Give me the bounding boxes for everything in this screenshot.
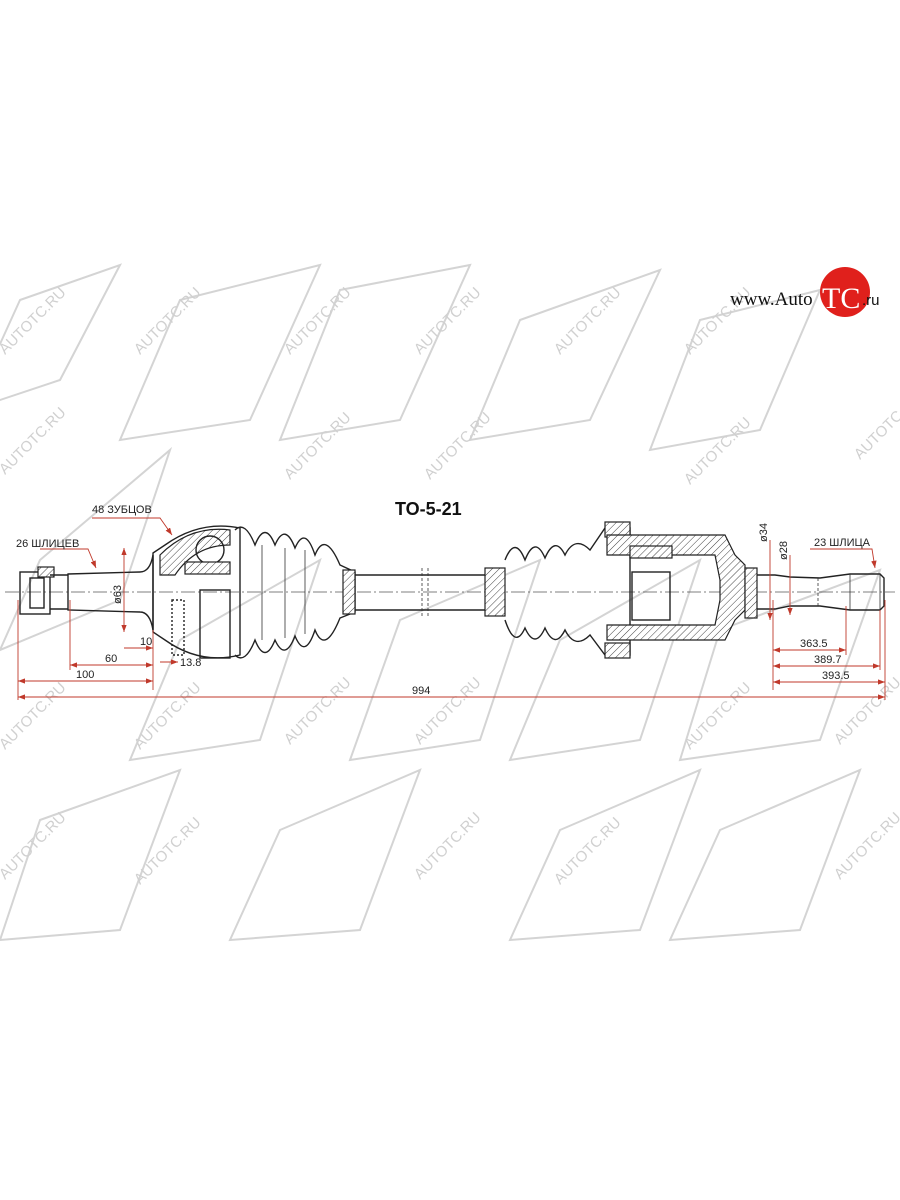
inner-tripod-joint xyxy=(484,521,758,659)
dimensions-d60: 60 xyxy=(105,653,117,665)
abs-teeth-label: 48 ЗУБЦОВ xyxy=(92,504,152,516)
dimensions-inner-dia-28: ø28 xyxy=(778,541,790,560)
dimensions-d13-8: 13.8 xyxy=(180,657,201,669)
dimensions-inner-dia-34: ø34 xyxy=(758,523,770,542)
watermark-site: AUTOTC.RU xyxy=(0,679,70,753)
watermark-site: AUTOTC.RU xyxy=(831,674,900,748)
dimension-labels: 26 ШЛИЦЕВ 48 ЗУБЦОВ 23 ШЛИЦА ø63 10 60 1… xyxy=(16,504,871,697)
outer-cv-joint xyxy=(19,525,356,659)
watermark-site: AUTOTC.RU xyxy=(681,414,755,488)
logo-prefix: www.Auto xyxy=(730,289,813,310)
dimensions-d393-5: 393.5 xyxy=(822,670,850,682)
watermark-site: AUTOTC.RU xyxy=(131,679,205,753)
dimensions-d389-7: 389.7 xyxy=(814,654,842,666)
dimensions-d100: 100 xyxy=(76,669,94,681)
watermark-site: AUTOTC.RU xyxy=(281,409,355,483)
logo-mark: TC xyxy=(822,282,860,315)
part-number: TO-5-21 xyxy=(395,499,462,519)
watermark: AUTOTC.RU AUTOTC.RU AUTOTC.RU AUTOTC.RU … xyxy=(0,263,900,942)
outer-splines-label: 26 ШЛИЦЕВ xyxy=(16,538,79,550)
inner-splines-label: 23 ШЛИЦА xyxy=(814,537,871,549)
watermark-site: AUTOTC.RU xyxy=(681,679,755,753)
watermark-site: AUTOTC.RU xyxy=(0,809,70,883)
watermark-site: AUTOTC.RU xyxy=(851,389,900,463)
dimensions-outer-diameter: ø63 xyxy=(112,585,124,604)
total-length: 994 xyxy=(412,685,430,697)
watermark-site: AUTOTC.RU xyxy=(411,284,485,358)
shaft xyxy=(355,568,485,616)
dimensions-d10: 10 xyxy=(140,636,152,648)
watermark-site: AUTOTC.RU xyxy=(0,404,70,478)
watermark-site: AUTOTC.RU xyxy=(551,814,625,888)
dimensions-d363-5: 363.5 xyxy=(800,638,828,650)
watermark-site: AUTOTC.RU xyxy=(131,284,205,358)
inner-stub xyxy=(757,573,885,611)
watermark-site: AUTOTC.RU xyxy=(131,814,205,888)
watermark-site: AUTOTC.RU xyxy=(281,674,355,748)
watermark-site: AUTOTC.RU xyxy=(421,409,495,483)
logo-suffix: .ru xyxy=(862,292,880,309)
autotc-logo: www.Auto TC .ru xyxy=(730,267,880,317)
dimensions xyxy=(17,517,886,700)
watermark-site: AUTOTC.RU xyxy=(411,809,485,883)
